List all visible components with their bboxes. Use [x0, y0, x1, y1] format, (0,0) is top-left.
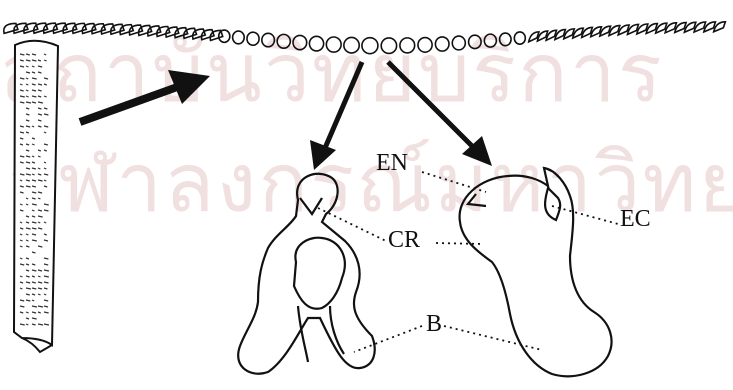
radula-tooth — [293, 35, 307, 49]
label-ec: EC — [620, 207, 651, 231]
radula-tooth — [129, 25, 142, 35]
arrow-column-to-ribbon — [80, 70, 210, 122]
radula-tooth — [139, 25, 152, 35]
radula-tooth — [120, 25, 133, 35]
radula-tooth — [469, 35, 482, 48]
radula-tooth — [484, 34, 496, 47]
radula-tooth — [148, 26, 161, 36]
radula-tooth — [262, 33, 275, 46]
arrow-to-central-tooth — [310, 62, 362, 170]
radula-tooth — [233, 31, 245, 44]
radula-tooth — [500, 33, 511, 46]
radula-tooth — [344, 37, 359, 53]
radula-tooth — [92, 24, 105, 34]
radula-tooth — [14, 23, 28, 33]
radula-tooth — [435, 37, 449, 51]
radula-tooth — [309, 36, 323, 51]
label-cr: CR — [388, 228, 420, 252]
radula-tooth — [53, 23, 67, 33]
radula-tooth — [184, 28, 197, 38]
lateral-tooth-drawing — [460, 168, 612, 376]
leader-cr-right — [436, 243, 484, 244]
radula-tooth-row — [4, 22, 726, 54]
label-b: B — [426, 312, 442, 336]
radula-tooth — [362, 38, 378, 54]
radula-tooth — [418, 38, 432, 53]
leader-ec — [552, 206, 618, 224]
central-tooth-drawing — [238, 174, 375, 374]
radula-tooth — [219, 30, 230, 42]
radula-tooth — [514, 32, 525, 44]
leader-b-right — [444, 326, 542, 350]
radula-tooth — [101, 24, 114, 34]
radula-tooth — [400, 38, 415, 53]
radula-tooth — [34, 23, 48, 33]
radula-tooth — [201, 30, 214, 40]
leader-b-left — [354, 326, 422, 352]
radula-tooth — [247, 32, 259, 45]
radula-tooth — [63, 23, 77, 33]
radula-tooth — [166, 27, 179, 37]
radula-tooth — [73, 23, 87, 33]
label-en: EN — [376, 151, 408, 175]
radula-tooth — [157, 27, 170, 37]
radula-tooth — [452, 36, 465, 50]
radula-tooth — [44, 23, 58, 33]
radula-column — [14, 41, 58, 352]
leader-en — [422, 172, 486, 192]
radula-tooth — [326, 37, 341, 52]
radula-tooth — [193, 29, 206, 39]
radula-tooth — [24, 23, 38, 33]
radula-tooth — [111, 24, 124, 34]
radula-tooth — [82, 24, 95, 34]
radula-tooth — [175, 28, 188, 38]
radula-tooth — [277, 34, 290, 48]
radula-tooth — [381, 38, 396, 54]
